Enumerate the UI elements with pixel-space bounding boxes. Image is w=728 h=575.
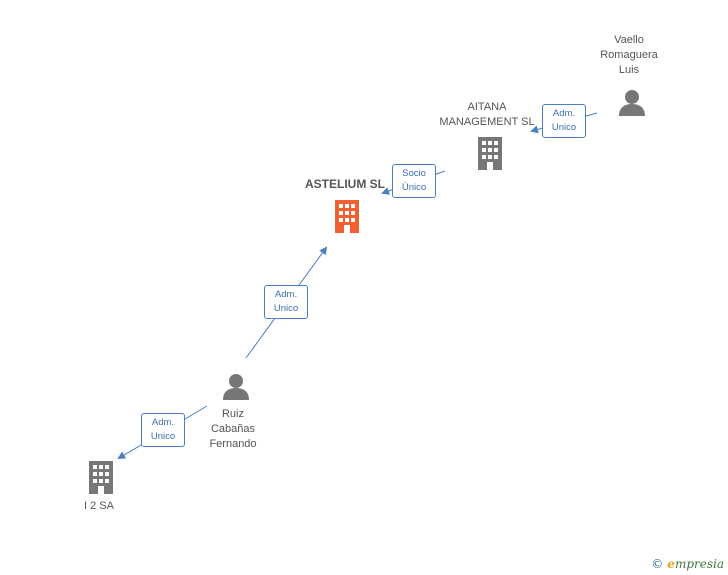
node-label-i2sa[interactable]: I 2 SA bbox=[84, 500, 114, 512]
brand-footer: ©empresia bbox=[651, 557, 724, 571]
building-icon[interactable] bbox=[84, 460, 118, 494]
node-label-vaello[interactable]: Vaello Romaguera Luis bbox=[600, 34, 658, 76]
edge-badge-socio-unico[interactable]: Socio Único bbox=[392, 164, 436, 198]
node-label-aitana[interactable]: AITANA MANAGEMENT SL bbox=[439, 101, 535, 128]
node-label-ruiz[interactable]: Ruiz Cabañas Fernando bbox=[209, 408, 257, 450]
brand-initial: e bbox=[667, 557, 675, 571]
building-icon-main[interactable] bbox=[330, 199, 364, 233]
building-icon[interactable] bbox=[473, 136, 507, 170]
person-icon[interactable] bbox=[617, 88, 647, 118]
node-label-astelium[interactable]: ASTELIUM SL bbox=[305, 177, 385, 191]
person-icon[interactable] bbox=[221, 372, 251, 402]
edge-badge-adm-unico-3[interactable]: Adm. Unico bbox=[141, 413, 185, 447]
copyright-icon: © bbox=[651, 557, 664, 571]
edge-badge-adm-unico-1[interactable]: Adm. Unico bbox=[542, 104, 586, 138]
edge-badge-adm-unico-2[interactable]: Adm. Unico bbox=[264, 285, 308, 319]
brand-name: mpresia bbox=[674, 557, 724, 571]
